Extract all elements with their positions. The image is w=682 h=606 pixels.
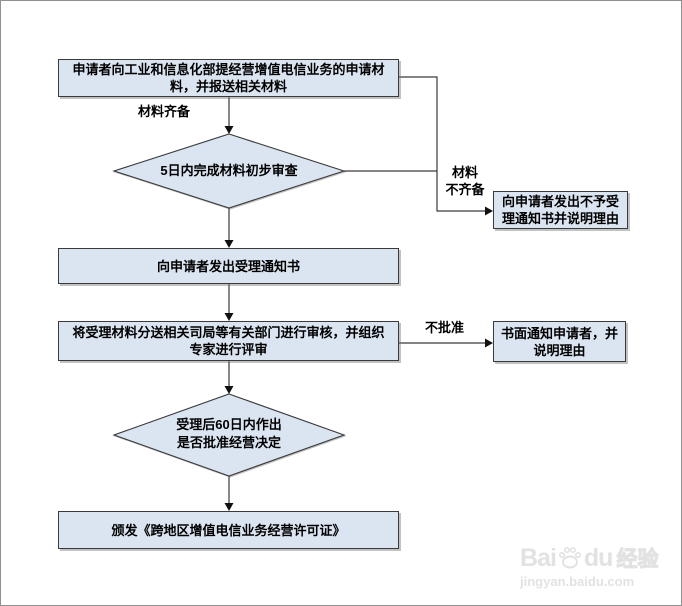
edge-label-materials-incomplete: 材料 不齐备	[441, 164, 489, 198]
watermark-logo-prefix: Bai	[520, 543, 557, 572]
edge-label-materials-incomplete-line2: 不齐备	[445, 182, 485, 197]
arrowhead-into-written-notice	[485, 338, 493, 348]
edge-label-materials-ready: 材料齐备	[138, 104, 191, 119]
arrowhead-into-issue	[224, 503, 234, 511]
arrowhead-into-distribute	[224, 313, 234, 321]
decision-initial-review-label: 5日内完成材料初步审查	[160, 163, 298, 178]
arrowhead-into-review	[224, 126, 234, 134]
node-submit-application: 申请者向工业和信息化部提经营增值电信业务的申请材料，并报送相关材料	[58, 59, 399, 97]
node-acceptance-notice: 向申请者发出受理通知书	[58, 248, 399, 284]
connector-branch-incomplete	[399, 76, 486, 212]
node-reject-notice: 向申请者发出不予受理通知书并说明理由	[493, 191, 628, 229]
edge-label-materials-incomplete-line1: 材料	[451, 165, 478, 180]
node-issue-license-label: 颁发《跨地区增值电信业务经营许可证》	[111, 522, 346, 538]
watermark-url: jingyan.baidu.com	[520, 574, 635, 589]
node-submit-application-label: 申请者向工业和信息化部提经营增值电信业务的申请材料，并报送相关材料	[72, 62, 385, 94]
decision-approval-label-line1: 受理后60日内作出	[176, 417, 282, 432]
watermark-logo-suffix: du	[583, 543, 614, 572]
decision-approval-label: 受理后60日内作出 是否批准经营决定	[176, 416, 281, 452]
arrowhead-into-decision	[224, 386, 234, 394]
node-distribute-review: 将受理材料分送相关司局等有关部门进行审核，并组织专家进行评审	[58, 321, 399, 361]
node-written-notice: 书面通知申请者，并说明理由	[493, 321, 626, 362]
arrowhead-into-accept	[224, 240, 234, 248]
arrowhead-into-reject-notice	[485, 206, 493, 216]
node-distribute-review-label: 将受理材料分送相关司局等有关部门进行审核，并组织专家进行评审	[72, 325, 385, 357]
node-issue-license: 颁发《跨地区增值电信业务经营许可证》	[58, 511, 399, 549]
paw-icon	[558, 546, 581, 569]
baidu-jingyan-logo: Bai du 经验	[520, 543, 660, 573]
edge-label-not-approved: 不批准	[425, 320, 465, 335]
watermark-logo-cn: 经验	[616, 548, 659, 572]
node-acceptance-notice-label: 向申请者发出受理通知书	[156, 258, 300, 274]
node-reject-notice-label: 向申请者发出不予受理通知书并说明理由	[501, 194, 619, 226]
node-written-notice-label: 书面通知申请者，并说明理由	[500, 325, 618, 358]
decision-approval-label-line2: 是否批准经营决定	[176, 435, 281, 450]
baidu-jingyan-watermark: Bai du 经验 jingyan.baidu.com	[520, 543, 660, 590]
